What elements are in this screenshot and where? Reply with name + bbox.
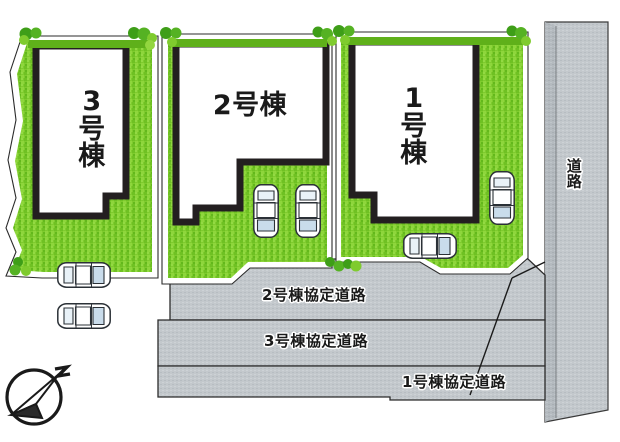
building-3-line-3: 棟 [78, 141, 106, 173]
north-arrow-icon [5, 364, 72, 426]
hedge-row-lot-3 [19, 27, 157, 50]
road-label-2gouto: 2号棟協定道路 [262, 286, 366, 304]
agreement-roads-area [157, 258, 546, 401]
road-label-main: 道路 [564, 158, 583, 189]
building-3-line-1: 3 [82, 86, 102, 117]
hedge-row-lot-2 [160, 26, 337, 47]
building-1-line-2: 号 [400, 110, 428, 142]
building-3-line-2: 号 [78, 113, 106, 145]
parking-car [295, 184, 321, 238]
hedge-cluster-bottom [9, 257, 362, 276]
parking-car [489, 171, 515, 225]
road-label-3gouto: 3号棟協定道路 [264, 332, 368, 350]
parking-car [57, 262, 111, 288]
lot-2-area [161, 33, 333, 285]
building-label-2: 2号棟 [192, 92, 308, 120]
building-label-3: 3 号 棟 [62, 88, 122, 171]
building-label-1: 1 号 棟 [384, 85, 444, 168]
building-1-line-3: 棟 [400, 138, 428, 170]
parking-car [57, 303, 111, 329]
building-2-line-1: 2号棟 [212, 90, 288, 121]
building-1-line-1: 1 [404, 83, 424, 114]
lot-1-area [335, 31, 529, 275]
parking-car [253, 184, 279, 238]
road-label-1gouto: 1号棟協定道路 [402, 373, 506, 391]
main-road-area [544, 21, 609, 423]
parking-car [403, 233, 457, 259]
hedge-row-lot-1 [333, 25, 531, 46]
